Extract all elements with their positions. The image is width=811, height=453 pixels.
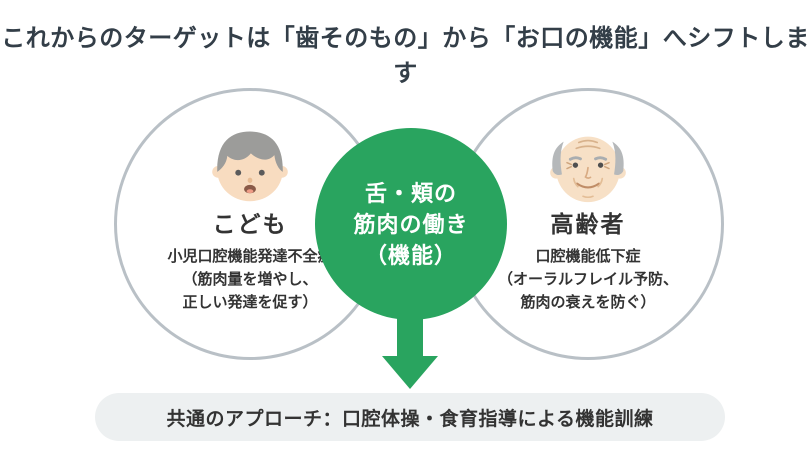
function-line2: 筋肉の働き [353, 211, 469, 237]
approach-pill: 共通のアプローチ：口腔体操・食育指導による機能訓練 [95, 393, 725, 441]
function-circle: 舌・頬の 筋肉の働き （機能） [315, 128, 507, 320]
function-line1: 舌・頬の [364, 180, 457, 206]
elderly-face-icon [550, 136, 626, 203]
child-label: こども [212, 211, 288, 237]
approach-label: 共通のアプローチ：口腔体操・食育指導による機能訓練 [166, 408, 654, 430]
elderly-label: 高齢者 [550, 211, 626, 237]
child-condition: 小児口腔機能発達不全症 [167, 248, 333, 265]
elderly-note-line2: 筋肉の衰えを防ぐ） [520, 294, 656, 311]
child-note-line1: （筋肉量を増やし、 [182, 271, 318, 288]
down-arrow-head-icon [382, 356, 438, 389]
child-face-icon [212, 131, 288, 202]
elderly-note-line1: （オーラルフレイル予防、 [497, 271, 678, 288]
function-line3: （機能） [364, 242, 457, 268]
page-title: これからのターゲットは「歯そのもの」から「お口の機能」へシフトします [1, 25, 810, 87]
down-arrow-icon [397, 316, 423, 358]
child-note-line2: 正しい発達を促す） [182, 294, 318, 311]
elderly-condition: 口腔機能低下症 [535, 248, 641, 265]
